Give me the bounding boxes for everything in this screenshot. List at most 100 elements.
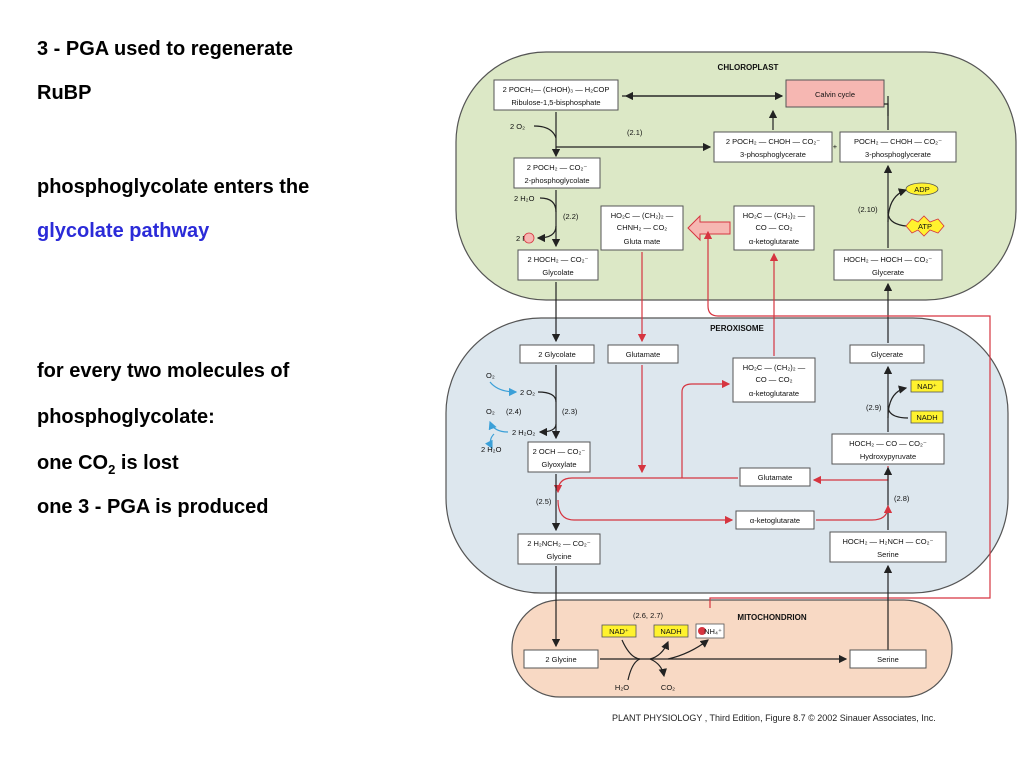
hydroxypyruvate-box: HOCH₂ — CO — CO₂⁻ Hydroxypyruvate	[831, 433, 945, 465]
chloroplast-compartment	[455, 51, 1017, 301]
h2o-label: 2 H₂O	[514, 194, 535, 203]
perox-nadh: NADH	[916, 413, 937, 422]
glycerate-name: Glycerate	[872, 268, 904, 277]
pga-box-2: POCH₂ — CHOH — CO₂⁻ 3-phosphoglycerate	[839, 131, 957, 163]
akg-box-chloroplast: HO₂C — (CH₂)₂ — CO — CO₂ α-ketoglutarate	[733, 205, 815, 251]
red-nh4-loop	[703, 230, 991, 608]
calvin-cycle-box: Calvin cycle	[785, 79, 885, 108]
step-2-8: (2.8)	[894, 494, 910, 503]
glycine-box-mito: 2 Glycine	[523, 649, 599, 669]
chloroplast-label: CHLOROPLAST	[718, 63, 779, 72]
o2-c-label: O₂	[486, 407, 495, 416]
hpyr-name: Hydroxypyruvate	[860, 452, 916, 461]
slide-line-6: phosphoglycolate:	[37, 406, 215, 428]
slide-line-5: for every two molecules of	[37, 360, 290, 382]
step-2-2: (2.2)	[563, 212, 579, 221]
rubp-box: 2 POCH₂— (CHOH)₃ — H₂COP Ribulose-1,5-bi…	[493, 79, 619, 111]
slide-line-7-b: is lost	[115, 452, 179, 474]
step-2-9: (2.9)	[866, 403, 882, 412]
glutamate-box-peroxisome: Glutamate	[607, 344, 679, 364]
o2-label: 2 O₂	[510, 122, 525, 131]
glycolate-box-peroxisome: 2 Glycolate	[519, 344, 595, 364]
slide-line-8: one 3 - PGA is produced	[37, 496, 269, 518]
red-glutamate-glycine	[553, 477, 738, 494]
glycerate-box-chloroplast: HOCH₂ — HOCH — CO₂⁻ Glycerate	[833, 249, 943, 281]
rubp-formula: 2 POCH₂— (CHOH)₃ — H₂COP	[503, 85, 610, 94]
peroxisome-compartment	[445, 317, 1009, 594]
arrow-h2o-in-mito	[627, 658, 641, 681]
arrow-atp-in	[887, 211, 907, 227]
glu-formula-2: CHNH₂ — CO₂	[617, 223, 667, 232]
pga2-name: 3-phosphoglycerate	[865, 150, 931, 159]
glyc-name: Glycolate	[542, 268, 573, 277]
glycolate-box-chloroplast: 2 HOCH₂ — CO₂⁻ Glycolate	[517, 249, 599, 281]
blue-o2-out	[488, 420, 509, 433]
red-to-akg-2	[557, 499, 734, 525]
perox-glycerate: Glycerate	[871, 350, 903, 359]
arrow-pga2-calvin	[884, 103, 889, 116]
step-2-10: (2.10)	[858, 205, 878, 214]
glycine-box: 2 H₂NCH₂ — CO₂⁻ Glycine	[517, 533, 601, 565]
pi-label: 2 Pi	[516, 234, 529, 243]
serine-box: HOCH₂ — H₂NCH — CO₂⁻ Serine	[829, 531, 947, 563]
akg-box-peroxisome: HO₂C — (CH₂)₂ — CO — CO₂ α-ketoglutarate	[732, 357, 816, 403]
adp-badge	[905, 182, 939, 196]
slide-line-2: RuBP	[37, 82, 92, 104]
pga1-name: 3-phosphoglycerate	[740, 150, 806, 159]
mito-nad: NAD⁺	[609, 627, 629, 636]
akg-formula-2: CO — CO₂	[755, 223, 792, 232]
arrow-nad-in	[621, 639, 641, 660]
perox-glutamate-2: Glutamate	[758, 473, 793, 482]
o2-a-label: O₂	[486, 371, 495, 380]
rubp-name: Ribulose-1,5-bisphosphate	[511, 98, 600, 107]
glyoxylate-box: 2 OCH — CO₂⁻ Glyoxylate	[527, 441, 591, 473]
atp-badge	[905, 215, 945, 237]
mito-nh4: NH₄⁺	[704, 627, 722, 636]
nad-badge-perox	[910, 379, 944, 393]
pga-box-1: 2 POCH₂ — CHOH — CO₂⁻ 3-phosphoglycerate	[713, 131, 833, 163]
pga2-formula: POCH₂ — CHOH — CO₂⁻	[854, 137, 942, 146]
step-2-1: (2.1)	[627, 128, 643, 137]
mito-nadh: NADH	[660, 627, 681, 636]
perox-akg-name: α-ketoglutarate	[749, 389, 799, 398]
arrow-o2-in	[533, 125, 557, 139]
glyox-formula: 2 OCH — CO₂⁻	[533, 447, 586, 456]
slide-line-7: one CO2 is lost	[37, 452, 179, 477]
red-to-akg-perox	[681, 379, 731, 478]
slide-line-7-a: one CO	[37, 452, 109, 474]
arrow-adp-out	[887, 188, 908, 223]
step-2-5: (2.5)	[536, 497, 552, 506]
nad-badge-mito	[601, 624, 637, 638]
o2-b-label: 2 O₂	[520, 388, 535, 397]
arrow-nad-out	[887, 385, 908, 419]
perox-h2o-label: 2 H₂O	[481, 445, 502, 454]
nadh-badge-perox	[910, 410, 944, 424]
mito-glycine: 2 Glycine	[545, 655, 576, 664]
slide-line-1: 3 - PGA used to regenerate	[37, 38, 293, 60]
perox-glycolate: 2 Glycolate	[538, 350, 576, 359]
slide-line-3: phosphoglycolate enters the	[37, 176, 310, 198]
perox-nad: NAD⁺	[917, 382, 937, 391]
pglyc-name: 2-phosphoglycolate	[524, 176, 589, 185]
mito-co2: CO₂	[661, 683, 675, 692]
red-akg2-serine	[816, 504, 893, 521]
glutamate-box-chloroplast: HO₂C — (CH₂)₂ — CHNH₂ — CO₂ Gluta mate	[600, 205, 684, 251]
serine-formula: HOCH₂ — H₂NCH — CO₂⁻	[842, 537, 933, 546]
mito-h2o: H₂O	[615, 683, 629, 692]
glyc-formula: 2 HOCH₂ — CO₂⁻	[527, 255, 588, 264]
step-2-3: (2.3)	[562, 407, 578, 416]
glutamate-box-peroxisome-2: Glutamate	[739, 467, 811, 487]
plus-sign: +	[833, 142, 838, 151]
arrow-nadh-out	[649, 640, 670, 660]
perox-akg-formula-2: CO — CO₂	[755, 375, 792, 384]
arrow-pi-out	[536, 225, 557, 243]
calvin-cycle-label: Calvin cycle	[815, 90, 855, 99]
glycine-name: Glycine	[546, 552, 571, 561]
peroxisome-label: PEROXISOME	[710, 324, 764, 333]
perox-glutamate: Glutamate	[626, 350, 661, 359]
akg-name: α-ketoglutarate	[749, 237, 799, 246]
step-2-4: (2.4)	[506, 407, 522, 416]
glu-name: Gluta mate	[624, 237, 661, 246]
mitochondrion-compartment	[511, 599, 953, 698]
